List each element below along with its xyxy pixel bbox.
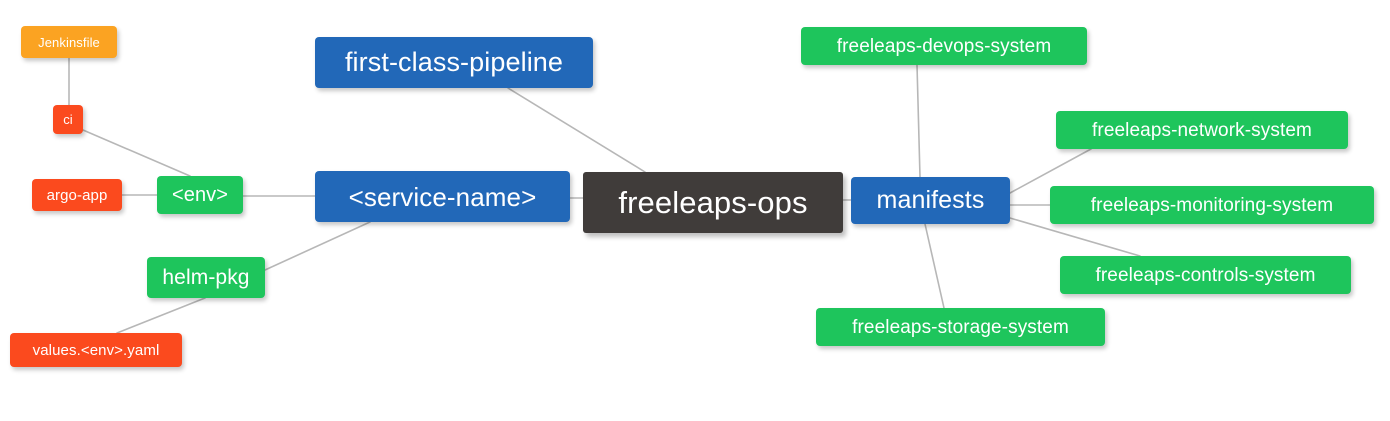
- node-jenkinsfile[interactable]: Jenkinsfile: [21, 26, 117, 58]
- edge-helm-pkg-to-service-name: [264, 221, 371, 271]
- node-label-jenkinsfile: Jenkinsfile: [38, 34, 100, 50]
- node-freeleaps-network-system[interactable]: freeleaps-network-system: [1056, 111, 1348, 149]
- node-label-ci: ci: [63, 112, 73, 127]
- edge-ci-to-env: [82, 129, 191, 177]
- node-label-freeleaps-network-system: freeleaps-network-system: [1092, 119, 1312, 141]
- node-ci[interactable]: ci: [53, 105, 83, 134]
- node-label-values-env-yaml: values.<env>.yaml: [32, 341, 160, 359]
- node-label-manifests: manifests: [876, 186, 985, 214]
- node-label-helm-pkg: helm-pkg: [162, 266, 250, 289]
- node-label-env: <env>: [171, 184, 229, 206]
- node-label-freeleaps-storage-system: freeleaps-storage-system: [852, 316, 1069, 338]
- node-label-freeleaps-ops: freeleaps-ops: [618, 185, 808, 220]
- node-label-argo-app: argo-app: [46, 186, 108, 204]
- node-env[interactable]: <env>: [157, 176, 243, 214]
- node-helm-pkg[interactable]: helm-pkg: [147, 257, 265, 298]
- node-label-service-name: <service-name>: [348, 181, 537, 212]
- node-argo-app[interactable]: argo-app: [32, 179, 122, 211]
- edge-first-class-pipeline-to-freeleaps-ops: [507, 87, 646, 173]
- node-manifests[interactable]: manifests: [851, 177, 1010, 224]
- node-label-first-class-pipeline: first-class-pipeline: [344, 47, 564, 77]
- node-label-freeleaps-controls-system: freeleaps-controls-system: [1095, 264, 1316, 286]
- node-freeleaps-ops[interactable]: freeleaps-ops: [583, 172, 843, 233]
- node-label-freeleaps-monitoring-system: freeleaps-monitoring-system: [1090, 194, 1334, 216]
- edge-values-env-yaml-to-helm-pkg: [116, 297, 206, 334]
- edge-manifests-to-freeleaps-storage-system: [924, 223, 945, 309]
- node-freeleaps-storage-system[interactable]: freeleaps-storage-system: [816, 308, 1105, 346]
- node-first-class-pipeline[interactable]: first-class-pipeline: [315, 37, 593, 88]
- node-freeleaps-devops-system[interactable]: freeleaps-devops-system: [801, 27, 1087, 65]
- node-label-freeleaps-devops-system: freeleaps-devops-system: [836, 35, 1052, 57]
- node-service-name[interactable]: <service-name>: [315, 171, 570, 222]
- node-values-env-yaml[interactable]: values.<env>.yaml: [10, 333, 182, 367]
- edge-manifests-to-freeleaps-devops-system: [916, 64, 921, 178]
- node-freeleaps-controls-system[interactable]: freeleaps-controls-system: [1060, 256, 1351, 294]
- node-freeleaps-monitoring-system[interactable]: freeleaps-monitoring-system: [1050, 186, 1374, 224]
